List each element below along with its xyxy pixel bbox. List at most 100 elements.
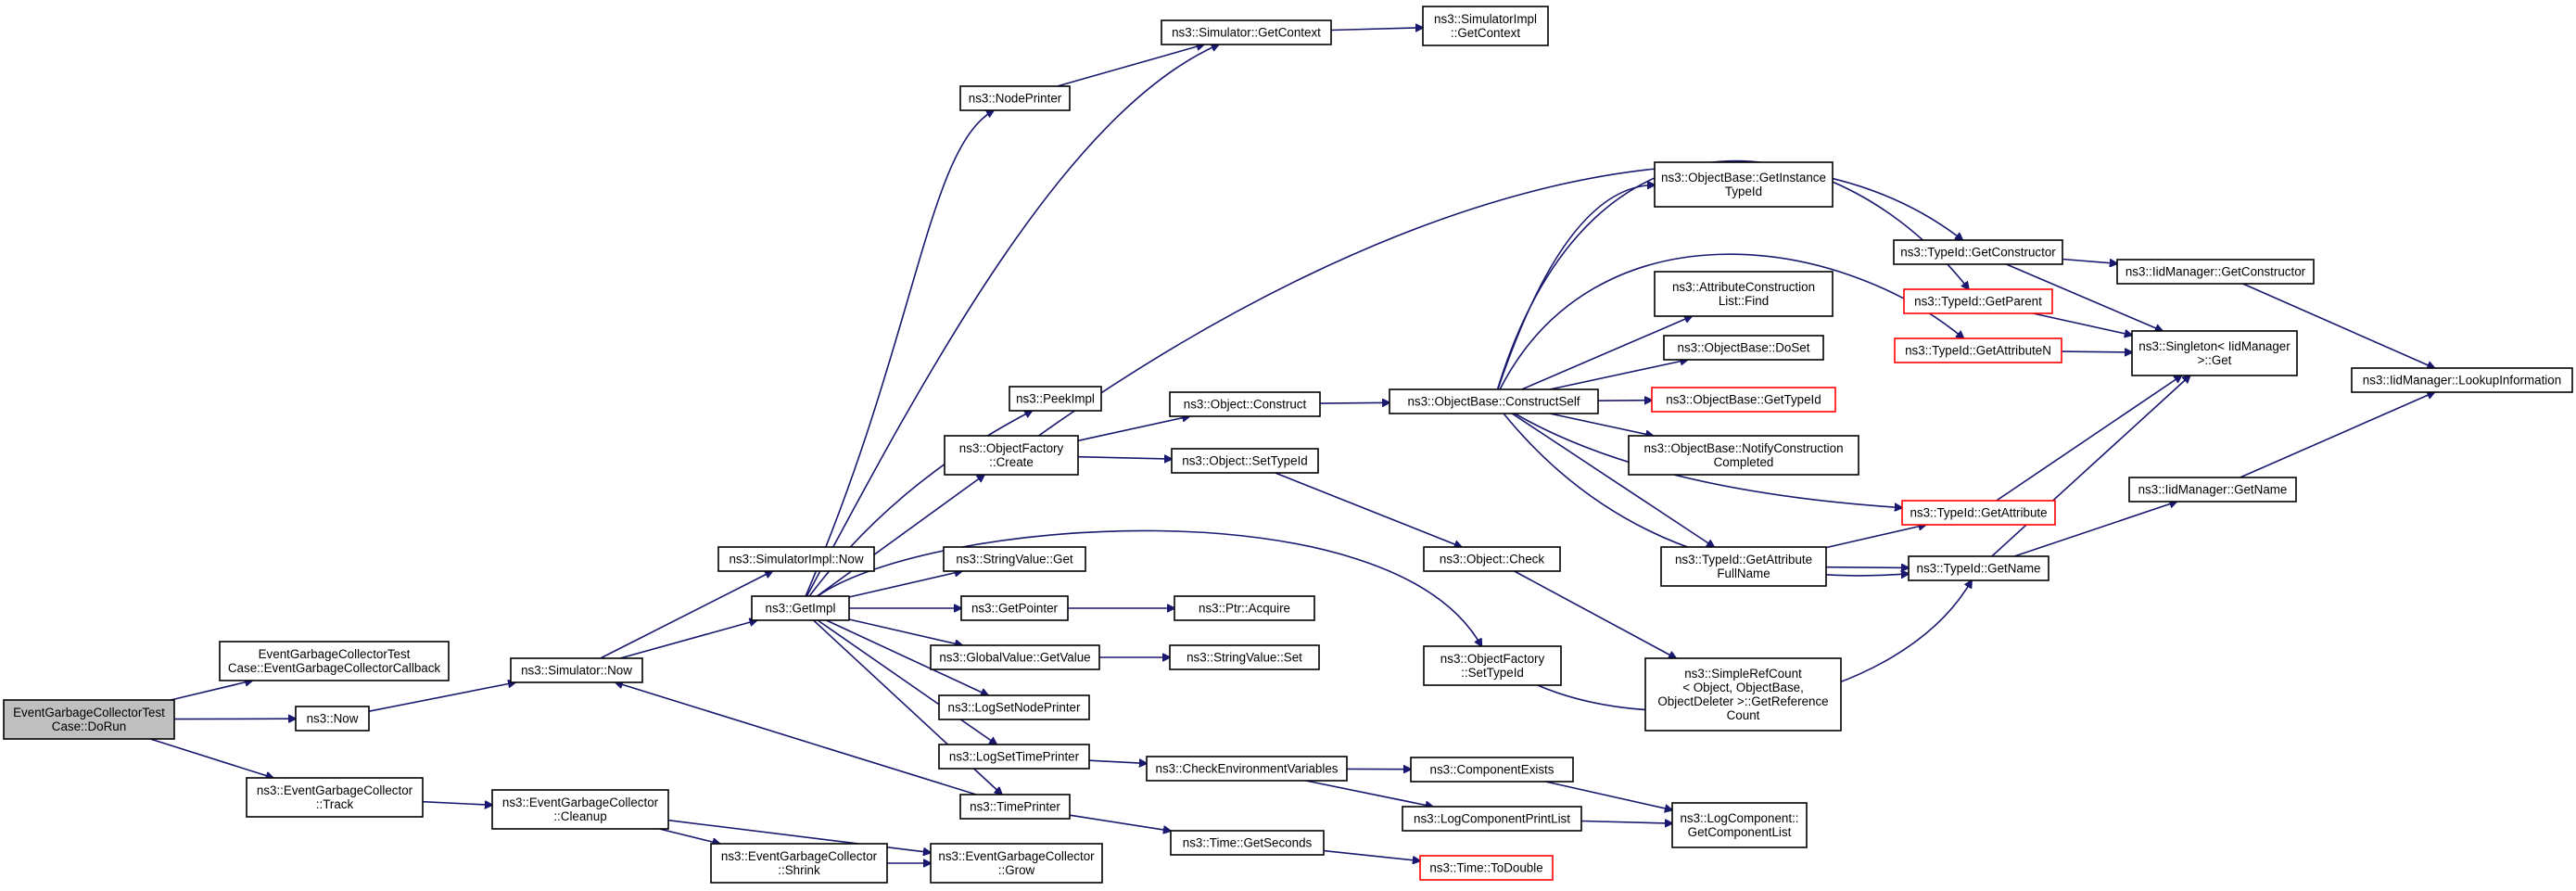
edge-n_typeid_getconstructor-to-n_singleton_get (2006, 263, 2163, 331)
node-notifyconstruction[interactable]: ns3::ObjectBase::NotifyConstructionCompl… (1628, 435, 1859, 476)
node-label: ::Track (316, 797, 354, 811)
node-time-todouble[interactable]: ns3::Time::ToDouble (1419, 855, 1554, 881)
edge-n_objectbase_constructself-to-n_typeid_getparent (1496, 159, 1969, 390)
edge-n_typeid_getconstructor-to-n_iidmanager_getconstructor (2062, 258, 2117, 264)
node-label: ns3::LogComponent:: (1680, 811, 1798, 825)
node-typeid-getattributen[interactable]: ns3::TypeId::GetAttributeN (1894, 337, 2062, 363)
edge-n_objectbase_constructself-to-n_typeid_getname (1503, 413, 1909, 576)
node-iidmanager-lookup[interactable]: ns3::IidManager::LookupInformation (2351, 367, 2573, 393)
node-label: ::GetContext (1451, 26, 1520, 40)
edge-n_track-to-n_cleanup (422, 802, 492, 806)
node-getimpl[interactable]: ns3::GetImpl (751, 595, 850, 621)
node-box (717, 546, 875, 572)
node-time-getseconds[interactable]: ns3::Time::GetSeconds (1170, 830, 1325, 856)
node-cleanup[interactable]: ns3::EventGarbageCollector::Cleanup (491, 789, 669, 830)
node-lognodeprinter[interactable]: ns3::LogSetNodePrinter (938, 694, 1090, 720)
node-label: ns3::IidManager::GetName (2138, 483, 2288, 497)
node-ptr-acquire[interactable]: ns3::Ptr::Acquire (1174, 595, 1315, 621)
node-globalvalue-getvalue[interactable]: ns3::GlobalValue::GetValue (930, 644, 1100, 670)
edge-n_objectbase_constructself-to-n_objectbase_doset (1549, 360, 1688, 390)
node-label: ns3::StringValue::Get (956, 553, 1073, 566)
node-label: ns3::Time::ToDouble (1429, 861, 1542, 875)
node-stringvalue-set[interactable]: ns3::StringValue::Set (1169, 644, 1320, 670)
node-simimpl-now[interactable]: ns3::SimulatorImpl::Now (717, 546, 875, 572)
edge-n_typeid_getattrfullname-to-n_typeid_getattribute (1825, 525, 1926, 549)
node-label: ns3::ObjectFactory (1440, 652, 1545, 666)
edge-n_getimpl-to-n_objfactory_create (816, 475, 984, 597)
node-box (1654, 271, 1834, 317)
node-label: ns3::EventGarbageCollector (721, 849, 878, 863)
node-object-construct[interactable]: ns3::Object::Construct (1169, 391, 1321, 417)
node-shrink[interactable]: ns3::EventGarbageCollector::Shrink (710, 843, 888, 884)
node-box (1171, 448, 1319, 474)
node-box (2351, 367, 2573, 393)
node-box (219, 641, 450, 681)
edge-n_getimpl-to-n_objfactory_settypeid (817, 529, 1481, 646)
node-iidmanager-getconstructor[interactable]: ns3::IidManager::GetConstructor (2116, 259, 2315, 285)
edge-n_now-to-n_sim_now (368, 682, 515, 712)
node-box (938, 744, 1090, 770)
edge-n_iidmanager_getname-to-n_iidmanager_lookup (2240, 392, 2435, 478)
node-typeid-getattribute[interactable]: ns3::TypeId::GetAttribute (1901, 500, 2056, 526)
node-logcomponentprintlist[interactable]: ns3::LogComponentPrintList (1402, 806, 1582, 832)
node-box (930, 644, 1100, 670)
node-label: ns3::Object::Check (1440, 553, 1544, 566)
node-singleton-get[interactable]: ns3::Singleton< IidManager>::Get (2131, 330, 2298, 376)
node-objectbase-gettypeid[interactable]: ns3::ObjectBase::GetTypeId (1651, 387, 1836, 413)
node-box (1423, 546, 1561, 572)
node-sim-getcontext[interactable]: ns3::Simulator::GetContext (1161, 19, 1332, 45)
node-now[interactable]: ns3::Now (295, 706, 370, 732)
node-logcomponent-getlist[interactable]: ns3::LogComponent::GetComponentList (1671, 802, 1808, 848)
node-callback[interactable]: EventGarbageCollectorTestCase::EventGarb… (219, 641, 450, 681)
node-label: ns3::Simulator::GetContext (1172, 26, 1321, 40)
node-label: ns3::Ptr::Acquire (1199, 602, 1290, 616)
edge-n_getimpl-to-n_logtimeprinter (817, 619, 996, 745)
node-objfactory-settypeid[interactable]: ns3::ObjectFactory::SetTypeId (1423, 645, 1562, 686)
node-simimpl-getcontext[interactable]: ns3::SimulatorImpl::GetContext (1422, 6, 1549, 46)
edge-n_object_settypeid-to-n_object_check (1275, 472, 1462, 547)
node-objfactory-create[interactable]: ns3::ObjectFactory::Create (944, 435, 1079, 476)
node-typeid-getconstructor[interactable]: ns3::TypeId::GetConstructor (1893, 239, 2063, 265)
node-peekimpl[interactable]: ns3::PeekImpl (1009, 386, 1102, 412)
node-checkenv[interactable]: ns3::CheckEnvironmentVariables (1146, 756, 1348, 782)
node-label: ns3::TypeId::GetName (1917, 562, 2041, 576)
edge-n_objfactory_create-to-n_object_construct (1077, 416, 1189, 442)
node-objectbase-constructself[interactable]: ns3::ObjectBase::ConstructSelf (1389, 388, 1599, 414)
node-label: ::Shrink (778, 863, 820, 877)
node-object-settypeid[interactable]: ns3::Object::SetTypeId (1171, 448, 1319, 474)
node-typeid-getparent[interactable]: ns3::TypeId::GetParent (1903, 288, 2053, 314)
node-sim-now[interactable]: ns3::Simulator::Now (510, 657, 643, 683)
node-simplerefcount[interactable]: ns3::SimpleRefCount< Object, ObjectBase,… (1644, 657, 1842, 732)
node-componentexists[interactable]: ns3::ComponentExists (1410, 757, 1574, 783)
node-typeid-getname[interactable]: ns3::TypeId::GetName (1908, 555, 2049, 581)
node-logtimeprinter[interactable]: ns3::LogSetTimePrinter (938, 744, 1090, 770)
node-label: ns3::Object::Construct (1184, 398, 1307, 412)
node-box (1146, 756, 1348, 782)
edge-n_componentexists-to-n_logcomponent_getlist (1545, 781, 1672, 810)
node-label: Count (1727, 708, 1760, 722)
edge-n_typeid_getname-to-n_iidmanager_getname (2013, 502, 2176, 557)
node-box (960, 595, 1069, 621)
node-grow[interactable]: ns3::EventGarbageCollector::Grow (930, 843, 1103, 884)
node-label: ns3::LogComponentPrintList (1414, 812, 1570, 826)
node-objectbase-doset[interactable]: ns3::ObjectBase::DoSet (1663, 335, 1824, 361)
edge-n_dorun-to-n_callback (171, 681, 252, 701)
edge-n_iidmanager_getconstructor-to-n_iidmanager_lookup (2242, 283, 2435, 368)
node-getpointer[interactable]: ns3::GetPointer (960, 595, 1069, 621)
node-label: ns3::GetPointer (971, 602, 1059, 616)
node-stringvalue-get[interactable]: ns3::StringValue::Get (943, 546, 1086, 572)
edge-n_typeid_getparent-to-n_singleton_get (2033, 312, 2132, 336)
node-label: ns3::ComponentExists (1430, 763, 1554, 777)
node-timeprinter[interactable]: ns3::TimePrinter (959, 794, 1071, 820)
node-iidmanager-getname[interactable]: ns3::IidManager::GetName (2128, 477, 2297, 503)
node-object-check[interactable]: ns3::Object::Check (1423, 546, 1561, 572)
node-label: GetComponentList (1688, 825, 1792, 839)
node-track[interactable]: ns3::EventGarbageCollector::Track (246, 777, 424, 818)
node-nodeprinter[interactable]: ns3::NodePrinter (959, 85, 1071, 111)
